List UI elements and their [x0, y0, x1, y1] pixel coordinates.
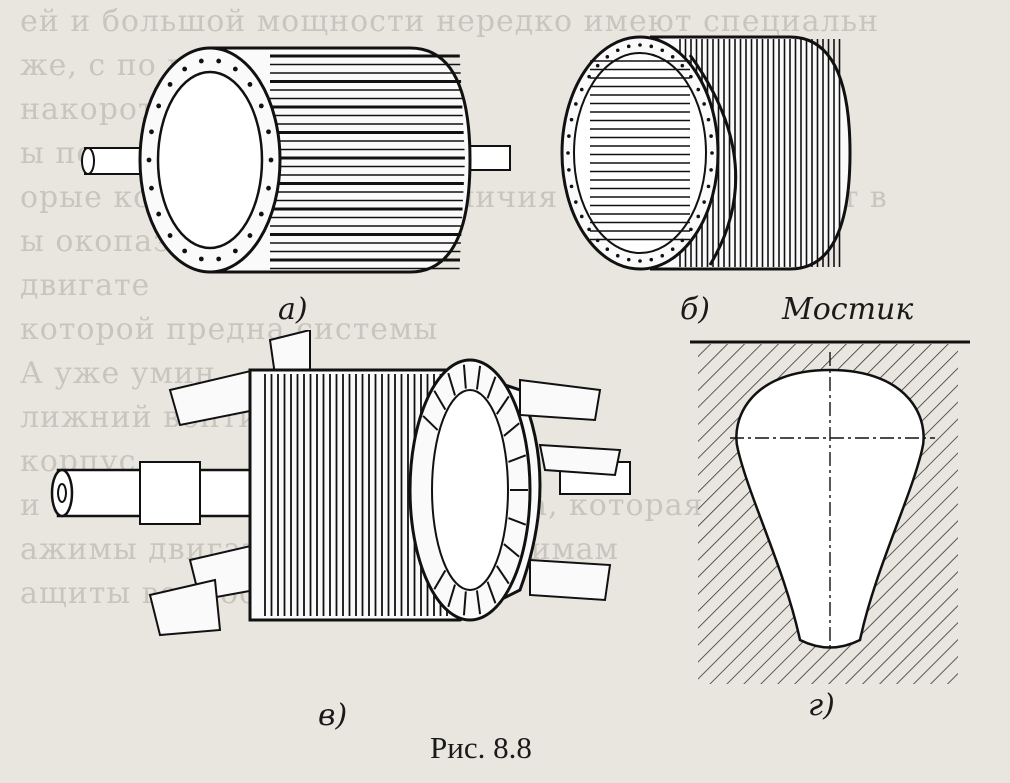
bleed-line: ей и большой мощности нередко имеют спец…	[20, 4, 880, 39]
label-bridge: Мостик	[782, 292, 914, 327]
rotor-with-fan-blades-drawing	[50, 330, 631, 637]
bleed-line: накорот	[20, 92, 156, 127]
label-a: а)	[278, 292, 308, 327]
bleed-line: которой предна системы	[20, 312, 439, 347]
rotor-slot-cross-section-drawing	[690, 340, 970, 684]
figure-caption: Рис. 8.8	[430, 730, 532, 765]
label-b: б)	[680, 292, 711, 327]
cage-winding-drawing	[560, 35, 852, 271]
label-v: в)	[318, 698, 348, 733]
label-g: г)	[808, 688, 835, 723]
bleed-line: А уже умин	[20, 356, 216, 391]
squirrel-cage-rotor-drawing	[81, 46, 511, 274]
bleed-line: двигате	[20, 268, 151, 303]
